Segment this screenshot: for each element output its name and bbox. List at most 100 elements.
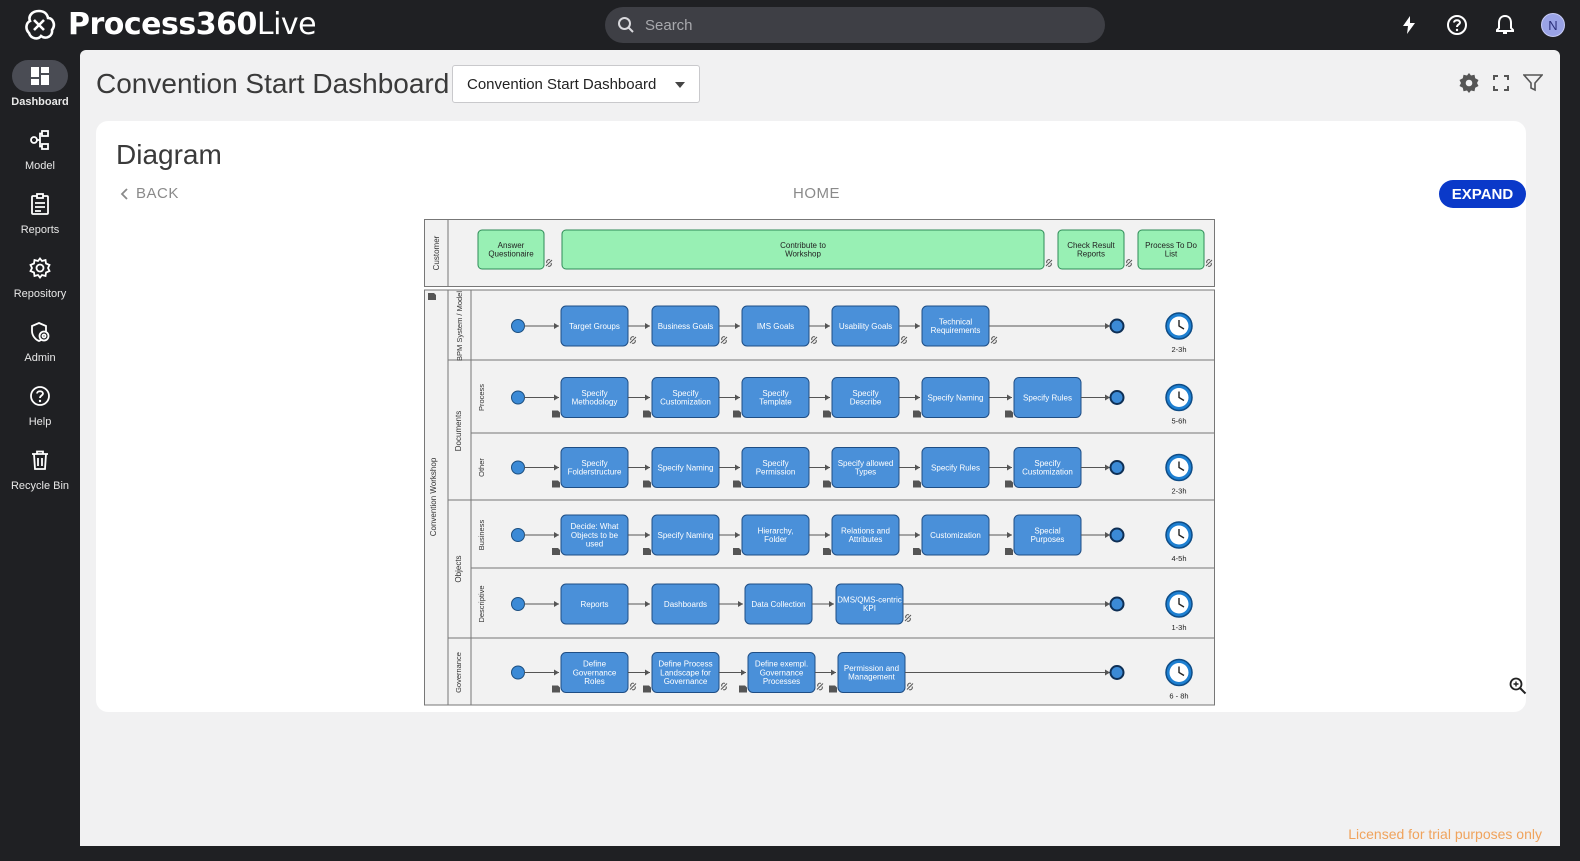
nav-item-reports[interactable]: Reports <box>0 178 80 242</box>
gear-icon[interactable] <box>1458 72 1480 94</box>
user-avatar-button[interactable]: N <box>1538 10 1568 40</box>
back-button[interactable]: BACK <box>120 185 179 202</box>
document-icon <box>913 480 921 488</box>
side-navigation: Dashboard Model Reports Repository Admin… <box>0 50 80 861</box>
flow-arrow <box>1105 669 1110 676</box>
nav-item-help[interactable]: Help <box>0 370 80 434</box>
flow-arrow <box>554 394 559 401</box>
nav-item-dashboard[interactable]: Dashboard <box>0 50 80 114</box>
lane-label: Business <box>477 520 486 551</box>
top-bar: Process360Live N <box>0 0 1580 50</box>
flow-arrow <box>825 532 830 538</box>
search-box[interactable] <box>605 7 1105 43</box>
document-icon <box>1005 548 1013 555</box>
link-icon <box>1045 259 1053 267</box>
flow-arrow <box>1105 601 1110 607</box>
avatar: N <box>1541 13 1565 37</box>
process-task-label: Specify Rules <box>1023 393 1072 402</box>
zoom-icon[interactable] <box>1509 677 1529 697</box>
flow-arrow <box>645 601 650 607</box>
dashboard-select[interactable]: Convention Start Dashboard <box>452 65 700 103</box>
flow-arrow <box>554 669 559 676</box>
bell-icon[interactable] <box>1490 10 1520 40</box>
nav-item-model[interactable]: Model <box>0 114 80 178</box>
filter-icon[interactable] <box>1522 72 1544 94</box>
fullscreen-icon[interactable] <box>1490 72 1512 94</box>
flow-arrow <box>645 464 650 471</box>
end-event <box>1109 460 1125 475</box>
flow-arrow <box>554 532 559 538</box>
repository-icon <box>12 252 68 284</box>
process-task-label: Customization <box>930 531 981 540</box>
flow-arrow <box>915 323 920 329</box>
app-logo[interactable]: Process360Live <box>22 7 317 42</box>
process-task-label: Specify Naming <box>657 463 713 472</box>
help-circle-icon[interactable] <box>1442 10 1472 40</box>
document-icon <box>643 410 651 418</box>
flow-arrow <box>645 669 650 676</box>
expand-button[interactable]: EXPAND <box>1439 180 1526 208</box>
link-icon <box>816 682 824 691</box>
lane-label: Process <box>477 384 486 411</box>
start-event <box>511 597 525 611</box>
flow-arrow <box>915 464 920 471</box>
nav-item-repository[interactable]: Repository <box>0 242 80 306</box>
link-icon <box>720 336 728 344</box>
flow-arrow <box>554 601 559 607</box>
document-icon <box>552 480 560 488</box>
document-icon <box>552 548 560 555</box>
home-link[interactable]: HOME <box>793 185 840 202</box>
customer-task <box>1057 229 1125 270</box>
clock-hands <box>1178 461 1185 472</box>
document-icon <box>823 410 831 418</box>
reports-icon <box>12 188 68 220</box>
document-icon <box>428 293 436 300</box>
clock-hands <box>1178 666 1185 677</box>
process-task-label: Hierarchy,Folder <box>758 526 794 544</box>
flow-arrow <box>1105 464 1110 471</box>
start-event <box>511 665 525 680</box>
document-icon <box>913 548 921 555</box>
document-icon <box>552 685 560 693</box>
flow-arrow <box>735 394 740 401</box>
nav-label-dashboard: Dashboard <box>11 96 69 108</box>
duration-label: 5-6h <box>1171 417 1186 426</box>
group-label-objects: Objects <box>454 555 463 582</box>
group-label-documents: Documents <box>454 411 463 451</box>
nav-item-admin[interactable]: Admin <box>0 306 80 370</box>
end-event <box>1109 527 1125 543</box>
process-task-label: IMS Goals <box>757 322 794 331</box>
link-icon <box>990 336 998 344</box>
app-name: Process360Live <box>68 7 317 42</box>
flow-arrow <box>735 464 740 471</box>
start-event <box>511 528 525 542</box>
flow-arrow <box>825 464 830 471</box>
link-icon <box>629 682 637 691</box>
flow-arrow <box>1105 394 1110 401</box>
nav-label-admin: Admin <box>24 352 56 364</box>
document-icon <box>1005 410 1013 418</box>
link-icon <box>1125 259 1133 267</box>
search-input[interactable] <box>645 16 1085 34</box>
process-task-label: Business Goals <box>658 322 714 331</box>
document-icon <box>552 410 560 418</box>
link-icon <box>629 336 637 344</box>
link-icon <box>900 336 908 344</box>
bolt-icon[interactable] <box>1394 10 1424 40</box>
help-icon <box>12 380 68 412</box>
license-note: Licensed for trial purposes only <box>1348 826 1542 842</box>
start-event <box>511 390 525 405</box>
lane-label: BPM System / Model <box>455 291 464 361</box>
flow-arrow <box>741 669 746 676</box>
nav-item-recycle-bin[interactable]: Recycle Bin <box>0 434 80 498</box>
process-task-label: Reports <box>580 600 608 609</box>
link-icon <box>1205 259 1213 267</box>
flow-arrow <box>915 532 920 538</box>
